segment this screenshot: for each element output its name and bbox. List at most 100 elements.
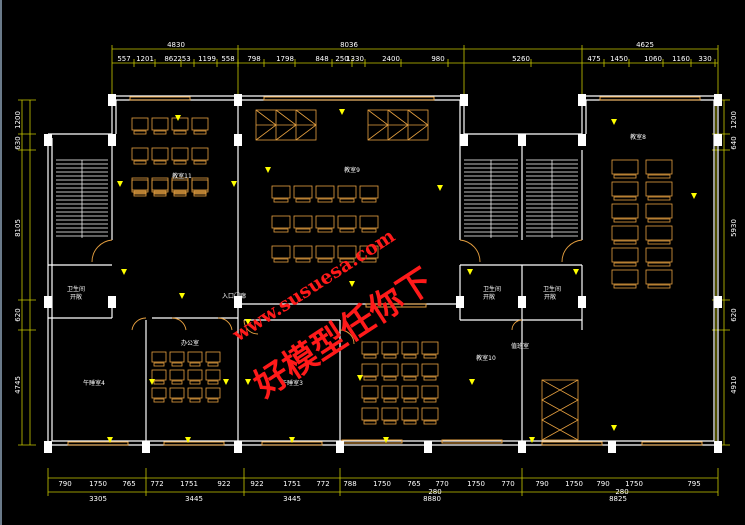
top-dim-segment: 330 xyxy=(698,55,711,63)
chair xyxy=(613,240,637,245)
chair xyxy=(295,228,311,233)
side-dimension-lines xyxy=(18,99,730,446)
desk xyxy=(611,203,639,219)
top-dim-segment: 1160 xyxy=(672,55,690,63)
chair xyxy=(423,376,437,381)
desk xyxy=(611,269,639,285)
top-dim-segment: 250 xyxy=(335,55,348,63)
desk xyxy=(151,351,167,363)
chair xyxy=(647,196,671,201)
desk xyxy=(359,185,379,199)
top-dim-segment: 1798 xyxy=(276,55,294,63)
exterior-walls xyxy=(47,95,719,446)
bottom-dim-segment: 1751 xyxy=(180,480,198,488)
column-block xyxy=(234,134,242,146)
desk xyxy=(381,385,399,399)
chair xyxy=(423,420,437,425)
room-label-hall-3: 午睡室3 xyxy=(281,379,303,387)
desk xyxy=(611,181,639,197)
chair xyxy=(189,362,201,367)
column-block xyxy=(44,296,52,308)
marker-arrow xyxy=(611,425,617,431)
column-block xyxy=(456,296,464,308)
bottom-dim-overall-5: 8825 xyxy=(609,495,627,503)
chair xyxy=(133,160,147,165)
top-dim-overall-2: 8036 xyxy=(340,41,358,49)
chair xyxy=(423,398,437,403)
chair xyxy=(171,398,183,403)
bottom-dim-segment: 795 xyxy=(687,480,700,488)
desk xyxy=(131,147,149,161)
column-block xyxy=(714,296,722,308)
chair xyxy=(273,258,289,263)
room-label-toilet-left: 卫生间 xyxy=(67,285,85,293)
chair xyxy=(613,262,637,267)
chair xyxy=(133,190,147,195)
desk xyxy=(401,407,419,421)
desk xyxy=(205,351,221,363)
chair xyxy=(295,258,311,263)
chair xyxy=(403,376,417,381)
marker-arrow xyxy=(245,319,251,325)
chair xyxy=(383,420,397,425)
bottom-dim-overall-3: 3445 xyxy=(283,495,301,503)
room-label-toilet-left-sub: 开敞 xyxy=(70,293,82,301)
desk xyxy=(151,179,169,193)
chair xyxy=(613,196,637,201)
desk xyxy=(359,215,379,229)
marker-arrow xyxy=(245,379,251,385)
chair xyxy=(361,198,377,203)
desk xyxy=(169,369,185,381)
bottom-dim-segment: 772 xyxy=(316,480,329,488)
desk xyxy=(361,407,379,421)
chair xyxy=(171,380,183,385)
top-dim-segment: 798 xyxy=(247,55,260,63)
chair xyxy=(317,198,333,203)
marker-arrow xyxy=(179,293,185,299)
bottom-dim-segment: 1750 xyxy=(89,480,107,488)
marker-arrow xyxy=(117,181,123,187)
doors xyxy=(91,239,583,345)
chair xyxy=(613,218,637,223)
marker-arrow xyxy=(349,281,355,287)
desk xyxy=(187,369,203,381)
marker-arrow xyxy=(469,379,475,385)
desk xyxy=(151,117,169,131)
marker-arrow xyxy=(467,269,473,275)
marker-arrow xyxy=(573,269,579,275)
bottom-dim-segment: 770 xyxy=(435,480,448,488)
bottom-dim-segment: 765 xyxy=(122,480,135,488)
right-dim-2: 640 xyxy=(730,136,738,149)
bottom-dim-segment: 790 xyxy=(596,480,609,488)
chair xyxy=(207,380,219,385)
desk xyxy=(401,363,419,377)
chair xyxy=(403,398,417,403)
marker-arrow xyxy=(383,437,389,443)
bottom-dim-segment: 788 xyxy=(343,480,356,488)
chair xyxy=(153,160,167,165)
chair xyxy=(339,258,355,263)
column-block xyxy=(336,441,344,453)
marker-arrow xyxy=(289,437,295,443)
top-dim-segment: 1201 xyxy=(136,55,154,63)
desk xyxy=(645,159,673,175)
marker-arrow xyxy=(121,269,127,275)
column-block xyxy=(518,296,526,308)
chair xyxy=(423,354,437,359)
left-dim-5: 4745 xyxy=(14,376,22,394)
top-dim-segment: 558 xyxy=(221,55,234,63)
desk xyxy=(151,369,167,381)
chair xyxy=(361,228,377,233)
column-block xyxy=(714,134,722,146)
bottom-dim-segment: 1750 xyxy=(373,480,391,488)
desk xyxy=(645,247,673,263)
marker-arrow xyxy=(175,115,181,121)
desk xyxy=(171,147,189,161)
bottom-dim-segment: 770 xyxy=(501,480,514,488)
chair xyxy=(193,190,207,195)
bottom-dim-segment: 765 xyxy=(407,480,420,488)
chair xyxy=(153,190,167,195)
chair xyxy=(207,362,219,367)
bottom-dim-segment: 772 xyxy=(150,480,163,488)
